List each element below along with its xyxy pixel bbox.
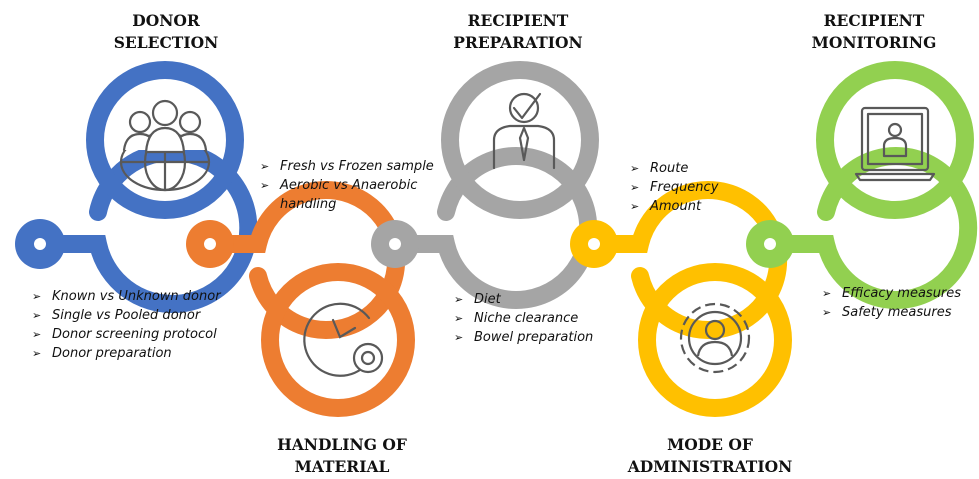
stage-handling-of-material xyxy=(186,181,415,417)
handling-node-dot xyxy=(204,238,216,250)
list-item: ➢Route xyxy=(630,161,689,176)
monitoring-ring xyxy=(816,61,974,219)
recipient-monitoring-bullets: ➢Efficacy measures ➢Safety measures xyxy=(820,284,961,322)
bullet-arrow-icon: ➢ xyxy=(454,331,464,344)
bullet-arrow-icon: ➢ xyxy=(630,181,640,194)
donor-selection-title: DONOR SELECTION xyxy=(113,11,219,52)
donor-group-globe-icon xyxy=(119,99,211,192)
monitoring-node-dot xyxy=(764,238,776,250)
list-item: ➢Donor screening protocol xyxy=(32,327,217,342)
monitoring-connector xyxy=(761,147,978,309)
gear-person-icon xyxy=(679,302,751,374)
donor-selection-bullets: ➢Known vs Unknown donor ➢Single vs Poole… xyxy=(30,287,221,363)
person-checkmark-icon xyxy=(492,92,556,170)
bullet-arrow-icon: ➢ xyxy=(32,347,42,360)
bullet-arrow-icon: ➢ xyxy=(260,179,270,192)
bullet-arrow-icon: ➢ xyxy=(32,290,42,303)
prep-ring xyxy=(441,61,599,219)
bullet-arrow-icon: ➢ xyxy=(454,312,464,325)
laptop-person-icon xyxy=(854,106,936,182)
bullet-arrow-icon: ➢ xyxy=(630,200,640,213)
list-item: ➢Single vs Pooled donor xyxy=(32,308,201,323)
handling-bullets: ➢Fresh vs Frozen sample ➢Aerobic vs Anae… xyxy=(258,157,434,214)
donor-selection-connector xyxy=(31,143,258,313)
list-item: ➢Niche clearance xyxy=(454,311,579,326)
donor-selection-ring xyxy=(86,61,244,219)
list-item: handling xyxy=(280,197,337,212)
donor-selection-node-dot xyxy=(34,238,46,250)
list-item: ➢Frequency xyxy=(630,180,719,195)
bullet-arrow-icon: ➢ xyxy=(32,328,42,341)
list-item: ➢Diet xyxy=(454,292,501,307)
handling-ring xyxy=(261,263,415,417)
stage-recipient-preparation xyxy=(371,61,599,309)
clock-gear-icon xyxy=(303,302,384,377)
list-item: ➢Bowel preparation xyxy=(454,330,594,345)
bullet-arrow-icon: ➢ xyxy=(822,306,832,319)
bullet-arrow-icon: ➢ xyxy=(822,287,832,300)
bullet-arrow-icon: ➢ xyxy=(260,160,270,173)
stage-donor-selection xyxy=(15,61,258,313)
list-item: ➢Fresh vs Frozen sample xyxy=(260,159,434,174)
list-item: ➢Known vs Unknown donor xyxy=(32,289,221,304)
recipient-preparation-bullets: ➢Diet ➢Niche clearance ➢Bowel preparatio… xyxy=(452,290,593,347)
list-item: ➢Safety measures xyxy=(822,305,952,320)
handling-of-material-title: HANDLING OF MATERIAL xyxy=(277,435,407,476)
list-item: ➢Efficacy measures xyxy=(822,286,962,301)
list-item: ➢Amount xyxy=(630,199,702,214)
recipient-preparation-title: RECIPIENT PREPARATION xyxy=(453,11,583,52)
mode-of-administration-title: MODE OF ADMINISTRATION xyxy=(627,435,793,476)
list-item: ➢Donor preparation xyxy=(32,346,172,361)
bullet-arrow-icon: ➢ xyxy=(630,162,640,175)
admin-ring xyxy=(638,263,792,417)
list-item: ➢Aerobic vs Anaerobic xyxy=(260,178,418,193)
stage-recipient-monitoring xyxy=(746,61,978,309)
recipient-monitoring-title: RECIPIENT MONITORING xyxy=(811,11,937,52)
bullet-arrow-icon: ➢ xyxy=(32,309,42,322)
admin-node-dot xyxy=(588,238,600,250)
stage-mode-of-administration xyxy=(570,181,792,417)
bullet-arrow-icon: ➢ xyxy=(454,293,464,306)
mode-of-administration-bullets: ➢Route ➢Frequency ➢Amount xyxy=(628,159,718,216)
prep-node-dot xyxy=(389,238,401,250)
